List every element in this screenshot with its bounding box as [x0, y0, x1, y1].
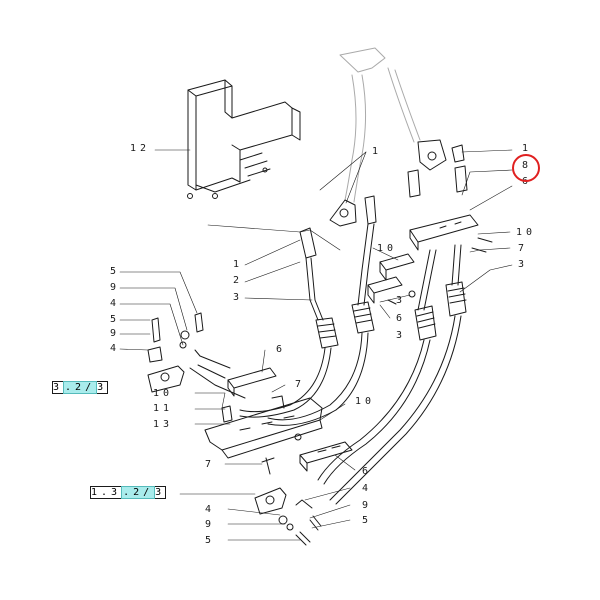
callout-13-center: 13: [153, 419, 174, 430]
callout-7-right: 7: [518, 243, 529, 254]
callout-12: 12: [130, 143, 151, 154]
callout-5-bot: 5: [362, 515, 373, 526]
callout-5-l1: 5: [110, 266, 121, 277]
callout-6-center: 6: [276, 344, 287, 355]
callout-7-low: 7: [205, 459, 216, 470]
callout-9-bot: 9: [362, 500, 373, 511]
ref2-prefix: 1.3: [91, 487, 122, 498]
left-pivot-bracket: [147, 312, 246, 399]
callout-10-center: 10: [153, 388, 174, 399]
callout-3-mid-b: 3: [396, 330, 407, 341]
callout-5-l2: 5: [110, 314, 121, 325]
gear-lever: [329, 47, 421, 227]
callout-4-l2: 4: [110, 343, 121, 354]
callout-10-low: 10: [355, 396, 376, 407]
ref1-suffix: 3: [97, 382, 108, 393]
callout-9-l2: 9: [110, 328, 121, 339]
callout-6-low: 6: [362, 466, 373, 477]
callout-4-bot: 4: [362, 483, 373, 494]
ref1-prefix: 3: [53, 382, 64, 393]
lower-clamp: [299, 441, 353, 472]
callout-7-center: 7: [295, 379, 306, 390]
callout-9-bot-l: 9: [205, 519, 216, 530]
ref1-highlight: .2/: [63, 381, 98, 394]
ref2-suffix: 3: [155, 487, 166, 498]
clamp-blocks: [367, 253, 416, 305]
callout-4-bot-l: 4: [205, 504, 216, 515]
callout-1-left: 1: [233, 259, 244, 270]
upper-right-linkage: [407, 139, 493, 253]
callout-1-top: 1: [372, 146, 383, 157]
cross-reference-link-1[interactable]: 3 .2/ 3: [52, 381, 109, 394]
highlight-circle: [512, 154, 540, 182]
callout-3-right: 3: [518, 259, 529, 270]
callout-11-center: 11: [153, 403, 174, 414]
ref2-highlight: .2/: [121, 486, 156, 499]
callout-6-mid: 6: [396, 313, 407, 324]
callout-3-left: 3: [233, 292, 244, 303]
control-cables: [239, 195, 467, 505]
cross-reference-link-2[interactable]: 1.3 .2/ 3: [90, 486, 167, 499]
callout-5-bot-l: 5: [205, 535, 216, 546]
callout-10-mid: 10: [377, 243, 398, 254]
leader-lines: [119, 149, 513, 541]
callout-2-left: 2: [233, 275, 244, 286]
bracket-12: [187, 79, 301, 199]
callout-10-right: 10: [516, 227, 537, 238]
callout-1-topright: 1: [522, 143, 533, 154]
lower-pivot-bracket: [254, 487, 322, 546]
callout-3-mid-a: 3: [396, 295, 407, 306]
callout-4-l1: 4: [110, 298, 121, 309]
callout-9-l1: 9: [110, 282, 121, 293]
